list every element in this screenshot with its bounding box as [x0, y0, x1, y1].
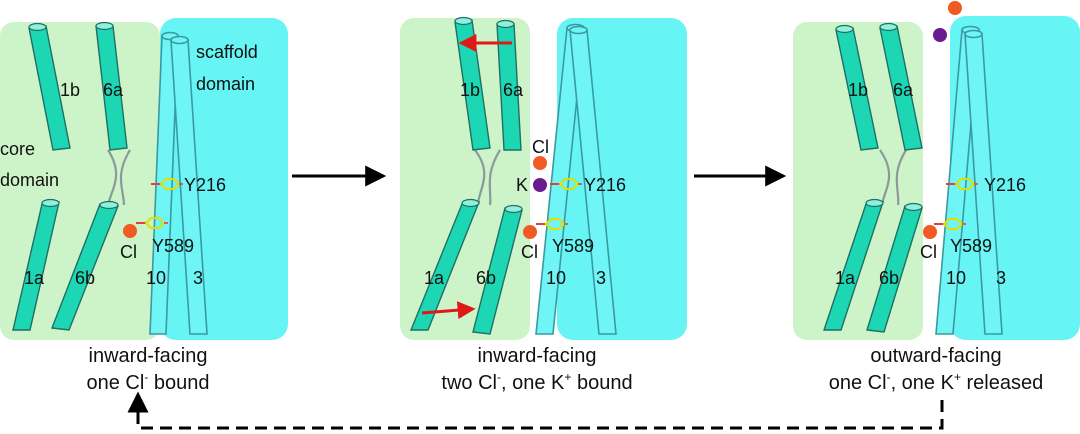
helix-3-label: 3 — [996, 268, 1006, 288]
helix-6a — [496, 19, 522, 151]
helix-6b — [51, 200, 119, 331]
helix-1b — [835, 24, 879, 151]
helix-6b-label: 6b — [879, 268, 899, 288]
chloride-ion-dot — [948, 1, 962, 15]
potassium-ion-dot — [533, 178, 547, 192]
helix-1b — [28, 22, 71, 151]
residue-label-y216: Y216 — [584, 175, 626, 195]
state-caption-line2: two Cl-, one K+ bound — [441, 370, 632, 394]
chloride-label: Cl — [920, 242, 937, 262]
helix-6b-label: 6b — [75, 268, 95, 288]
helix-6a-label: 6a — [893, 80, 914, 100]
residue-label-y216: Y216 — [984, 175, 1026, 195]
helix-6a-label: 6a — [503, 80, 524, 100]
helix-3-label: 3 — [193, 268, 203, 288]
state-caption-line2: one Cl- bound — [87, 370, 210, 394]
scaffold-helices — [535, 23, 617, 335]
dashed-return-arrow — [127, 391, 944, 430]
state-caption-line2: one Cl-, one K+ released — [829, 370, 1044, 394]
state-caption-line1: inward-facing — [478, 345, 597, 367]
scaffold-domain-label: domain — [196, 74, 255, 94]
panel-inward-facing-one-cl: 1b 6a 1a 6b 10 3 core domain scaffold do… — [0, 18, 288, 394]
helix-1b-label: 1b — [60, 80, 80, 100]
helix-6a-label: 6a — [103, 80, 124, 100]
chloride-ion-dot — [123, 224, 137, 238]
panel-outward-facing-released: 1b 6a 1a 6b 10 3 Y216 Y589 Cl outward-fa… — [793, 1, 1080, 394]
helix-1a — [823, 198, 885, 331]
chloride-ion-dot — [523, 225, 537, 239]
potassium-ion-dot — [933, 28, 947, 42]
helix-1a — [409, 198, 481, 331]
helix-1a-label: 1a — [835, 268, 856, 288]
core-domain-label: core — [0, 139, 35, 159]
helix-10-label: 10 — [546, 268, 566, 288]
connecting-loop — [106, 149, 118, 206]
state-caption-line1: outward-facing — [870, 345, 1001, 367]
helix-10-label: 10 — [946, 268, 966, 288]
helix-1b-label: 1b — [460, 80, 480, 100]
red-motion-arrow — [421, 301, 476, 320]
helix-6b — [866, 202, 923, 333]
helix-3-label: 3 — [596, 268, 606, 288]
chloride-label: Cl — [532, 137, 549, 157]
chloride-label: Cl — [120, 242, 137, 262]
core-domain-label: domain — [0, 170, 59, 190]
helix-1a-label: 1a — [424, 268, 445, 288]
panel-inward-facing-two-cl-one-k: 1b 6a 1a 6b 10 3 Cl K Y216 Y589 Cl inwar… — [400, 16, 687, 394]
potassium-label: K — [516, 175, 528, 195]
residue-label-y589: Y589 — [552, 236, 594, 256]
chloride-ion-dot — [533, 156, 547, 170]
helix-6b — [472, 204, 523, 335]
helix-1a — [12, 198, 60, 331]
residue-label-y589: Y589 — [152, 236, 194, 256]
chloride-ion-dot — [923, 225, 937, 239]
helix-10-label: 10 — [146, 268, 166, 288]
helix-1a-label: 1a — [24, 268, 45, 288]
helix-6a — [95, 21, 128, 151]
helix-1b — [454, 16, 491, 151]
helix-6a — [879, 22, 923, 151]
scaffold-domain-label: scaffold — [196, 42, 258, 62]
chloride-label: Cl — [521, 242, 538, 262]
residue-label-y216: Y216 — [184, 175, 226, 195]
state-caption-line1: inward-facing — [89, 345, 208, 367]
helix-1b-label: 1b — [848, 80, 868, 100]
helix-6b-label: 6b — [476, 268, 496, 288]
residue-label-y589: Y589 — [950, 236, 992, 256]
scaffold-helices — [149, 31, 208, 335]
